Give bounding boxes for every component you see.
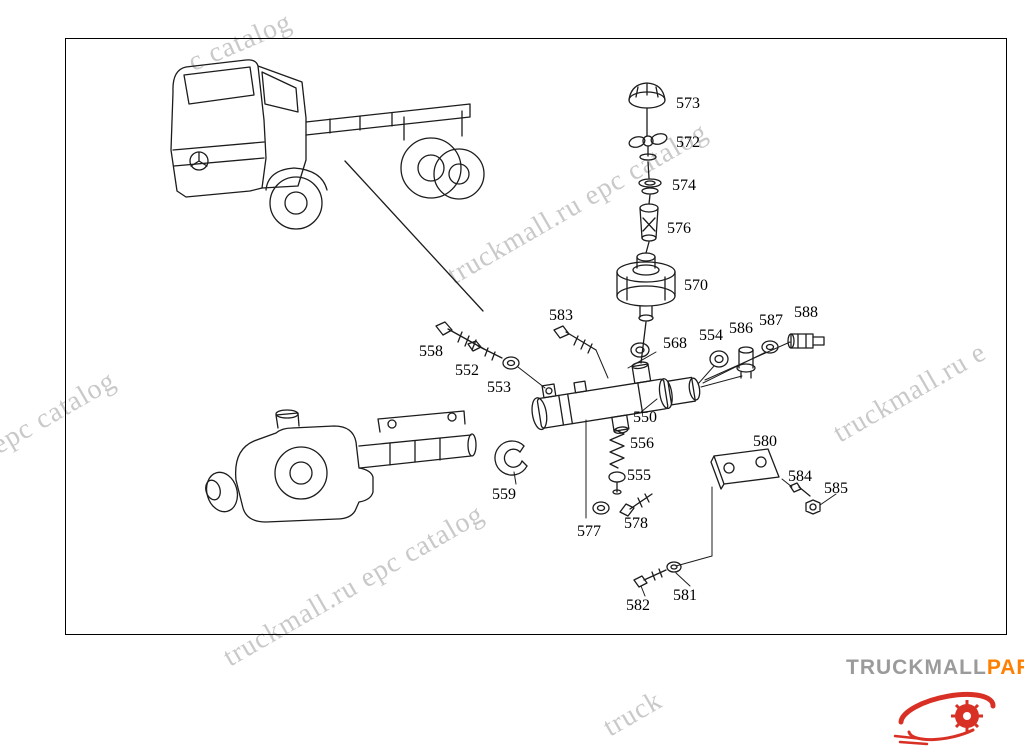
part-label-582: 582 [626, 597, 650, 614]
part-label-572: 572 [676, 134, 700, 151]
part-label-573: 573 [676, 95, 700, 112]
part-label-586: 586 [729, 320, 753, 337]
truck-drawing [170, 59, 485, 312]
part-label-584: 584 [788, 468, 812, 485]
part-label-578: 578 [624, 515, 648, 532]
part-label-585: 585 [824, 480, 848, 497]
leader-lines [513, 341, 837, 597]
part-label-550: 550 [633, 409, 657, 426]
valve-body-drawing [531, 361, 701, 434]
axle-assembly-drawing [205, 409, 477, 523]
exploded-valve-parts-drawing [616, 82, 676, 364]
fasteners-drawing [435, 321, 825, 588]
part-label-583: 583 [549, 307, 573, 324]
diagram-frame [65, 38, 1007, 635]
part-label-553: 553 [487, 379, 511, 396]
part-label-570: 570 [684, 277, 708, 294]
part-label-574: 574 [672, 177, 696, 194]
logo-brand-text: TRUCKMALL [846, 656, 987, 679]
part-label-576: 576 [667, 220, 691, 237]
logo-accent-text: PARTS [986, 656, 1024, 679]
truckmall-wheel-icon [893, 691, 996, 746]
part-label-554: 554 [699, 327, 723, 344]
part-label-577: 577 [577, 523, 601, 540]
part-label-588: 588 [794, 304, 818, 321]
part-label-555: 555 [627, 467, 651, 484]
part-label-558: 558 [419, 343, 443, 360]
part-label-556: 556 [630, 435, 654, 452]
part-label-587: 587 [759, 312, 783, 329]
part-label-552: 552 [455, 362, 479, 379]
part-label-580: 580 [753, 433, 777, 450]
truckmall-logo: TRUCKMALLPARTS [846, 656, 1024, 680]
part-label-581: 581 [673, 587, 697, 604]
part-label-568: 568 [663, 335, 687, 352]
part-label-559: 559 [492, 486, 516, 503]
